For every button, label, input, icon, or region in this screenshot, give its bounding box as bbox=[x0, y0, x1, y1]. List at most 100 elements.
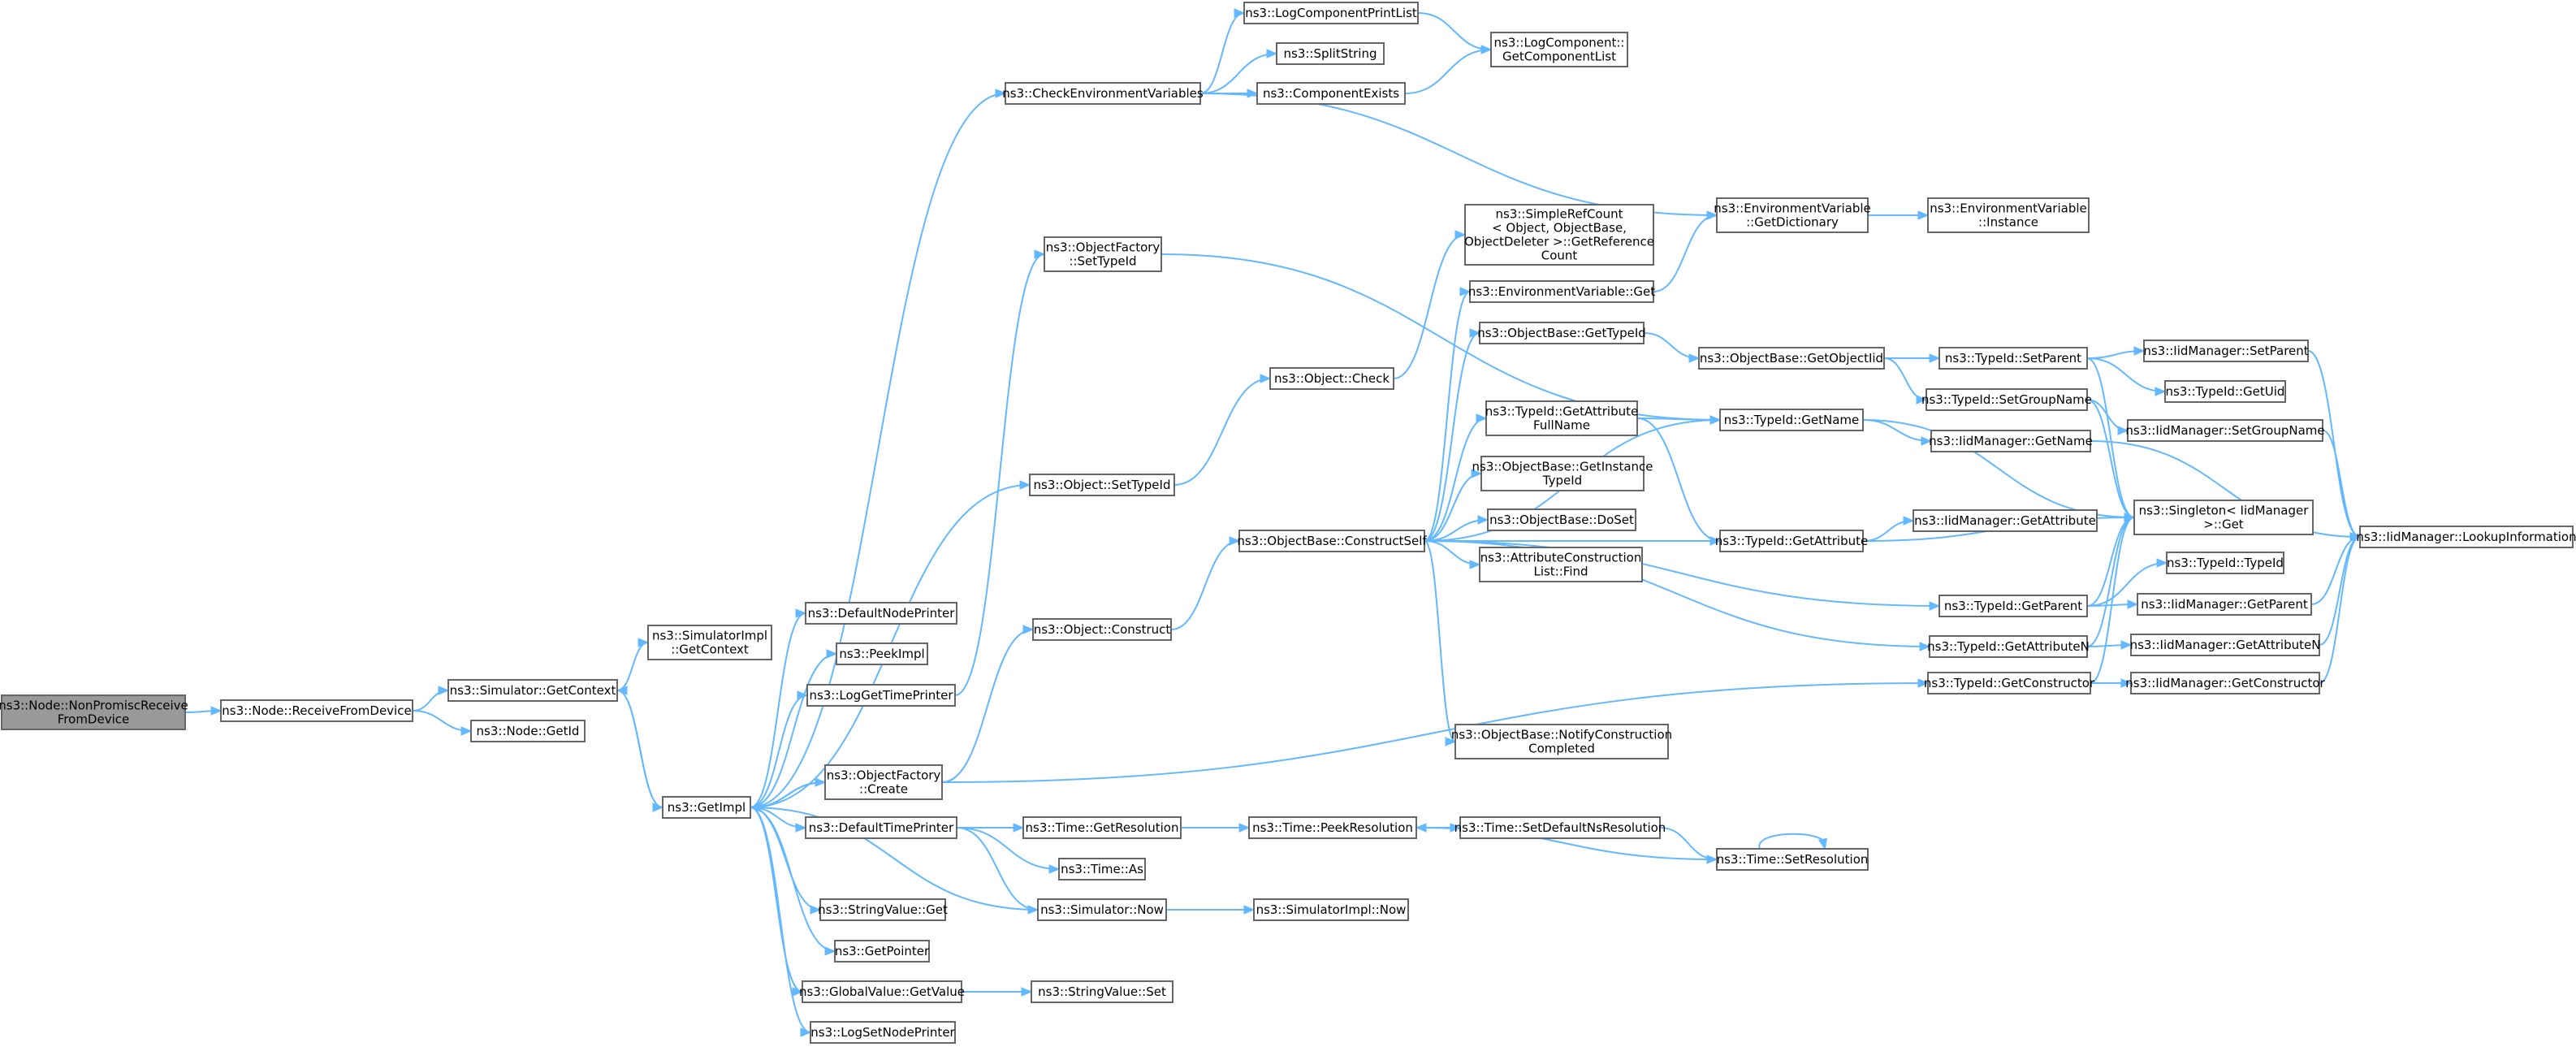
node-iidMgrLookupInformation[interactable]: ns3::IidManager::LookupInformation bbox=[2356, 526, 2576, 548]
edge-arrowhead bbox=[1469, 328, 1481, 338]
node-iidMgrGetAttributeN[interactable]: ns3::IidManager::GetAttributeN bbox=[2130, 634, 2321, 656]
node-splitString[interactable]: ns3::SplitString bbox=[1276, 42, 1385, 65]
node-receiveFromDevice[interactable]: ns3::Node::ReceiveFromDevice bbox=[220, 699, 413, 722]
edge-arrowhead bbox=[800, 1028, 812, 1037]
node-iidMgrSetGroupName[interactable]: ns3::IidManager::SetGroupName bbox=[2125, 419, 2325, 442]
edge-path bbox=[1424, 473, 1482, 542]
node-logCompGetList[interactable]: ns3::LogComponent::GetComponentList bbox=[1490, 32, 1628, 67]
node-typeIdTypeId[interactable]: ns3::TypeId::TypeId bbox=[2166, 552, 2284, 574]
node-simpleRefCountGetRef[interactable]: ns3::SimpleRefCount< Object, ObjectBase,… bbox=[1464, 204, 1654, 266]
node-objectSetTypeId[interactable]: ns3::Object::SetTypeId bbox=[1029, 474, 1175, 496]
node-objFactoryCreate[interactable]: ns3::ObjectFactory::Create bbox=[824, 764, 943, 800]
node-getImpl[interactable]: ns3::GetImpl bbox=[662, 796, 751, 819]
node-label: ns3::LogGetTimePrinter bbox=[809, 688, 953, 703]
edge-path bbox=[1424, 332, 1480, 542]
node-label: ns3::ObjectBase::GetTypeId bbox=[1477, 326, 1646, 340]
node-timePeekResolution[interactable]: ns3::Time::PeekResolution bbox=[1248, 816, 1417, 839]
node-logSetNodePrinter[interactable]: ns3::LogSetNodePrinter bbox=[810, 1021, 956, 1044]
node-box bbox=[1490, 32, 1628, 67]
edge-arrowhead bbox=[1013, 823, 1025, 833]
node-typeIdGetParent[interactable]: ns3::TypeId::GetParent bbox=[1938, 595, 2088, 617]
edge-arrowhead bbox=[2120, 678, 2133, 688]
node-peekImpl[interactable]: ns3::PeekImpl bbox=[836, 642, 928, 665]
node-timeSetResolution[interactable]: ns3::Time::SetResolution bbox=[1716, 848, 1869, 871]
node-typeIdGetConstructor[interactable]: ns3::TypeId::GetConstructor bbox=[1924, 672, 2095, 694]
node-singletonIidMgrGet[interactable]: ns3::Singleton< IidManager >::Get bbox=[2133, 500, 2314, 535]
node-iidMgrGetConstructor[interactable]: ns3::IidManager::GetConstructor bbox=[2125, 672, 2326, 694]
node-iidMgrGetName[interactable]: ns3::IidManager::GetName bbox=[1929, 430, 2093, 452]
node-iidMgrGetParent[interactable]: ns3::IidManager::GetParent bbox=[2137, 593, 2312, 616]
node-typeIdSetParent[interactable]: ns3::TypeId::SetParent bbox=[1938, 347, 2088, 370]
edge-arrowhead bbox=[2127, 599, 2139, 609]
edge-typeIdGetParent-to-typeIdTypeId bbox=[2086, 558, 2168, 607]
node-typeIdSetGroupName[interactable]: ns3::TypeId::SetGroupName bbox=[1921, 388, 2092, 411]
node-objBaseNotifyConstructionCompleted[interactable]: ns3::ObjectBase::NotifyConstructionCompl… bbox=[1451, 724, 1672, 759]
node-getPointer[interactable]: ns3::GetPointer bbox=[834, 940, 930, 963]
edge-path bbox=[1636, 418, 1721, 421]
node-objBaseGetTypeId[interactable]: ns3::ObjectBase::GetTypeId bbox=[1477, 322, 1646, 344]
node-typeIdGetAttribute[interactable]: ns3::TypeId::GetAttribute bbox=[1715, 530, 1868, 552]
edge-objectSetTypeId-to-objectCheck bbox=[1173, 374, 1272, 486]
edge-typeIdGetAttrFullName-to-typeIdGetName bbox=[1636, 415, 1722, 425]
node-logGetTimePrinter[interactable]: ns3::LogGetTimePrinter bbox=[806, 684, 956, 707]
node-typeIdGetUid[interactable]: ns3::TypeId::GetUid bbox=[2164, 380, 2286, 403]
node-objBaseGetObjectIid[interactable]: ns3::ObjectBase::GetObjectIid bbox=[1698, 347, 1885, 370]
node-globalValueGetValue[interactable]: ns3::GlobalValue::GetValue bbox=[799, 980, 965, 1003]
node-componentExists[interactable]: ns3::ComponentExists bbox=[1256, 82, 1406, 105]
node-iidMgrGetAttribute[interactable]: ns3::IidManager::GetAttribute bbox=[1913, 509, 2098, 532]
node-box bbox=[805, 816, 957, 839]
node-getContext[interactable]: ns3::Simulator::GetContext bbox=[447, 679, 618, 702]
node-label: ns3::ObjectBase::GetObjectIid bbox=[1700, 351, 1883, 366]
node-timeGetResolution[interactable]: ns3::Time::GetResolution bbox=[1022, 816, 1182, 839]
edge-path bbox=[750, 781, 826, 808]
node-logComponentPrintList[interactable]: ns3::LogComponentPrintList bbox=[1243, 2, 1419, 24]
node-objBaseConstructSelf[interactable]: ns3::ObjectBase::ConstructSelf bbox=[1237, 530, 1427, 552]
node-typeIdGetName[interactable]: ns3::TypeId::GetName bbox=[1719, 409, 1864, 431]
node-defaultTimePrinter[interactable]: ns3::DefaultTimePrinter bbox=[805, 816, 957, 839]
edge-getImpl-to-defaultNodePrinter bbox=[750, 608, 807, 808]
node-envVarGetDictionary[interactable]: ns3::EnvironmentVariable::GetDictionary bbox=[1714, 197, 1871, 233]
node-simulatorNow[interactable]: ns3::Simulator::Now bbox=[1037, 898, 1167, 921]
node-timeAs[interactable]: ns3::Time::As bbox=[1058, 858, 1146, 880]
edge-path bbox=[2307, 350, 2361, 538]
node-simImplGetContext[interactable]: ns3::SimulatorImpl::GetContext bbox=[647, 625, 772, 660]
node-box bbox=[1, 694, 186, 730]
node-envVarGet[interactable]: ns3::EnvironmentVariable::Get bbox=[1468, 280, 1655, 303]
node-timeSetDefaultNsResolution[interactable]: ns3::Time::SetDefaultNsResolution bbox=[1454, 816, 1666, 839]
node-stringValueSet[interactable]: ns3::StringValue::Set bbox=[1031, 980, 1173, 1003]
node-simImplNow[interactable]: ns3::SimulatorImpl::Now bbox=[1253, 898, 1409, 921]
edge-objFactoryCreate-to-typeIdGetConstructor bbox=[941, 678, 1930, 783]
edge-timeSetResolution-to-timeSetResolution bbox=[1758, 833, 1828, 850]
edge-objectCheck-to-simpleRefCountGetRef bbox=[1393, 230, 1467, 379]
node-label: ::SetTypeId bbox=[1069, 254, 1136, 269]
edge-path bbox=[616, 642, 649, 691]
edge-objBaseConstructSelf-to-typeIdGetParent bbox=[1424, 540, 1941, 611]
edge-objBaseConstructSelf-to-objBaseNotifyConstructionCompleted bbox=[1424, 540, 1457, 746]
node-label: ns3::TypeId::GetAttribute bbox=[1485, 405, 1638, 419]
node-checkEnvVars[interactable]: ns3::CheckEnvironmentVariables bbox=[1002, 82, 1204, 105]
node-objBaseDoSet[interactable]: ns3::ObjectBase::DoSet bbox=[1487, 508, 1636, 531]
edge-path bbox=[750, 653, 837, 808]
node-objectConstruct[interactable]: ns3::Object::Construct bbox=[1032, 618, 1172, 641]
node-nodeGetId[interactable]: ns3::Node::GetId bbox=[470, 720, 586, 742]
node-label: ObjectDeleter >::GetReference bbox=[1464, 235, 1654, 249]
node-label: ns3::EnvironmentVariable bbox=[1930, 201, 2086, 216]
edge-path bbox=[1424, 291, 1471, 542]
node-box bbox=[1256, 82, 1406, 105]
edge-arrowhead bbox=[2349, 532, 2362, 542]
edge-getImpl-to-getContext bbox=[616, 686, 663, 808]
node-typeIdGetAttributeN[interactable]: ns3::TypeId::GetAttributeN bbox=[1927, 635, 2090, 658]
node-envVarInstance[interactable]: ns3::EnvironmentVariable::Instance bbox=[1927, 197, 2090, 233]
node-objFactorySetTypeId[interactable]: ns3::ObjectFactory::SetTypeId bbox=[1044, 236, 1162, 272]
node-defaultNodePrinter[interactable]: ns3::DefaultNodePrinter bbox=[805, 602, 957, 625]
node-stringValueGet[interactable]: ns3::StringValue::Get bbox=[818, 898, 948, 921]
node-objectCheck[interactable]: ns3::Object::Check bbox=[1269, 367, 1394, 390]
node-iidMgrSetParent[interactable]: ns3::IidManager::SetParent bbox=[2143, 340, 2309, 362]
edge-path bbox=[1653, 214, 1718, 292]
node-box bbox=[1464, 204, 1654, 266]
node-label: ns3::EnvironmentVariable bbox=[1714, 201, 1870, 216]
